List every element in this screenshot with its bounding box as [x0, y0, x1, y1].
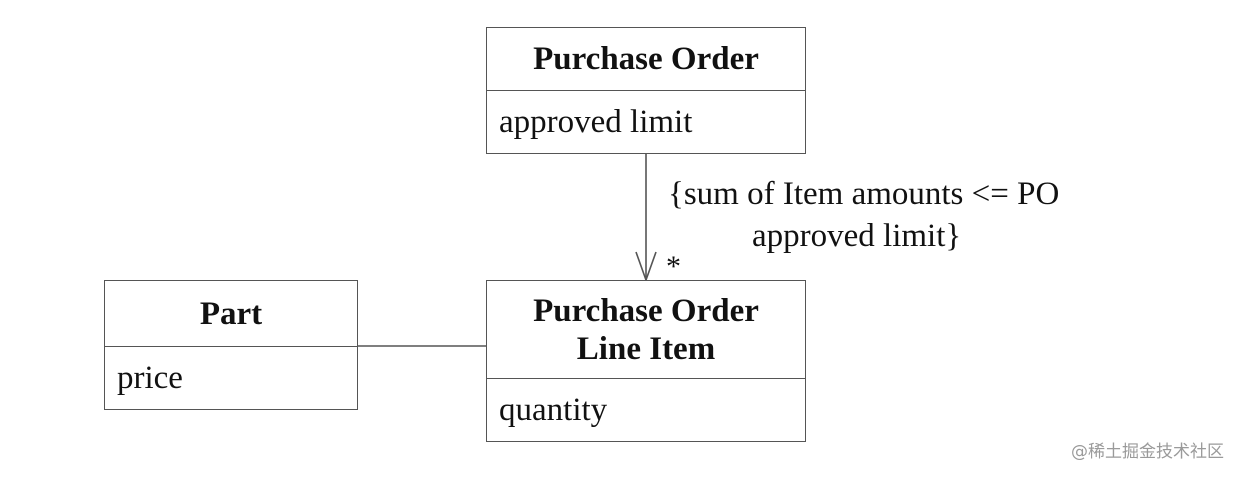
- class-attribute: quantity: [487, 379, 805, 441]
- class-attribute: price: [105, 347, 357, 409]
- watermark: @稀土掘金技术社区: [1071, 442, 1224, 462]
- class-name-line: Purchase Order: [533, 292, 759, 329]
- constraint-line-1: {sum of Item amounts <= PO: [668, 176, 1060, 212]
- class-name: Purchase Order: [487, 28, 805, 91]
- class-part: Part price: [104, 280, 358, 410]
- class-name-line: Purchase Order: [533, 41, 759, 77]
- attribute-price: price: [117, 360, 183, 396]
- attribute-approved-limit: approved limit: [499, 104, 693, 140]
- multiplicity-label: *: [666, 250, 681, 283]
- class-name: Purchase Order Line Item: [487, 281, 805, 379]
- class-attribute: approved limit: [487, 91, 805, 153]
- class-name: Part: [105, 281, 357, 347]
- class-purchase-order: Purchase Order approved limit: [486, 27, 806, 154]
- class-name-line: Line Item: [576, 330, 716, 367]
- class-name-line: Part: [199, 295, 263, 332]
- constraint-line-2: approved limit}: [752, 218, 962, 254]
- class-purchase-order-line-item: Purchase Order Line Item quantity: [486, 280, 806, 442]
- association-constraint: {sum of Item amounts <= PO approved limi…: [668, 173, 1059, 257]
- attribute-quantity: quantity: [499, 392, 608, 428]
